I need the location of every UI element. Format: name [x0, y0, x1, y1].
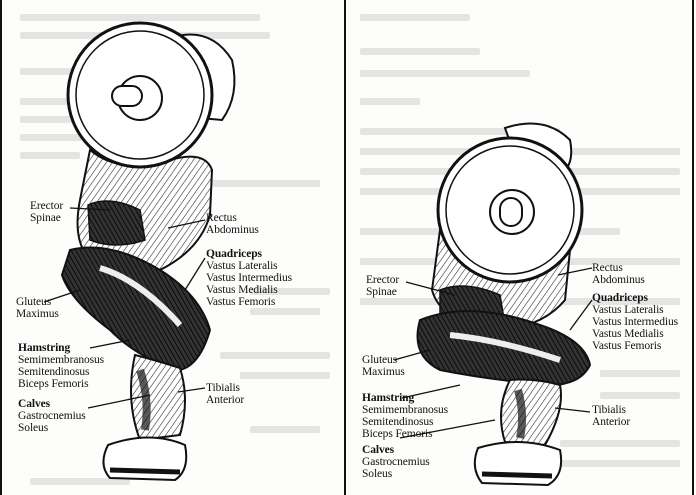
right-label-erector-spinae: Erector Spinae — [366, 274, 399, 298]
right-lower-leg — [501, 380, 561, 445]
left-label-rectus-abdominus: Rectus Abdominus — [206, 212, 259, 236]
right-label-tibialis-anterior: Tibialis Anterior — [592, 404, 630, 428]
left-label-gluteus-maximus: Gluteus Maximus — [16, 296, 59, 320]
left-label-erector-spinae: Erector Spinae — [30, 200, 63, 224]
right-label-rectus-abdominus: Rectus Abdominus — [592, 262, 645, 286]
right-shoe — [475, 442, 561, 485]
left-label-hamstring: Hamstring Semimembranosus Semitendinosus… — [18, 342, 104, 390]
right-label-quadriceps: Quadriceps Vastus Lateralis Vastus Inter… — [592, 292, 678, 352]
right-label-hamstring: Hamstring Semimembranosus Semitendinosus… — [362, 392, 448, 440]
left-label-tibialis-anterior: Tibialis Anterior — [206, 382, 244, 406]
right-label-calves: Calves Gastrocnemius Soleus — [362, 444, 430, 480]
left-label-calves: Calves Gastrocnemius Soleus — [18, 398, 86, 434]
right-thigh — [418, 311, 591, 385]
right-label-gluteus-maximus: Gluteus Maximus — [362, 354, 405, 378]
left-label-quadriceps: Quadriceps Vastus Lateralis Vastus Inter… — [206, 248, 292, 308]
